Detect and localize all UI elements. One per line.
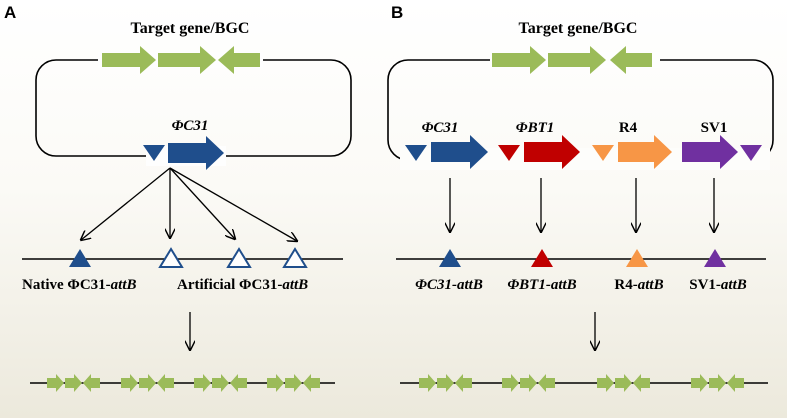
gene-arrow-a1-3	[157, 374, 174, 392]
panel-a-gene-arrow-3	[218, 46, 260, 74]
gene-arrow-a3-3	[303, 374, 320, 392]
panel-b-site-label-phibt1: ΦBT1-attB	[507, 277, 576, 293]
gene-arrow-a1-2	[139, 374, 156, 392]
panel-a-target-label: Target gene/BGC	[131, 20, 250, 37]
panel-b: B Target gene/BGC ΦC31 ΦBT1 R4 SV1	[387, 3, 774, 392]
panel-b-target-label: Target gene/BGC	[519, 20, 638, 37]
panel-b-attb-phibt1	[531, 249, 553, 267]
panel-a-artificial-attb-2	[226, 247, 252, 268]
panel-b-gene-arrow-2	[548, 46, 606, 74]
gene-arrow-b3-3	[727, 374, 744, 392]
panel-b-letter: B	[391, 3, 403, 22]
panel-a-artificial-attb-1	[158, 247, 184, 268]
gene-arrow-b3-1	[691, 374, 708, 392]
panel-a-native-label: Native ΦC31-attB	[22, 277, 137, 293]
gene-arrow-b1-1	[502, 374, 519, 392]
panel-b-attp-r4	[592, 145, 614, 161]
gene-arrow-a3-1	[267, 374, 284, 392]
panel-b-phage-label-phibt1: ΦBT1	[516, 120, 555, 136]
gene-arrow-a2-1	[194, 374, 211, 392]
panel-b-attp-sv1	[740, 145, 762, 161]
panel-a-artificial-label: Artificial ΦC31-attB	[177, 277, 308, 293]
panel-a-artificial-attb-3	[282, 247, 308, 268]
panel-a-letter: A	[4, 3, 16, 22]
panel-a-plasmid	[35, 59, 352, 157]
panel-b-integrase-phibt1	[524, 135, 580, 169]
gene-arrow-a2-3	[230, 374, 247, 392]
panel-b-attb-r4	[626, 249, 648, 267]
panel-b-site-label-sv1: SV1-attB	[689, 277, 747, 293]
gene-arrow-a1-1	[121, 374, 138, 392]
panel-b-integrase-r4	[618, 135, 672, 169]
panel-b-integrase-phic31	[431, 135, 488, 169]
panel-a-result-clusters	[47, 374, 320, 392]
gene-arrow-a0-2	[65, 374, 82, 392]
gene-arrow-b0-1	[419, 374, 436, 392]
panel-a-arrow-artificial-3	[169, 167, 297, 241]
panel-b-phage-label-r4: R4	[619, 120, 638, 136]
panel-b-integrase-sv1	[682, 135, 738, 169]
gene-arrow-a0-1	[47, 374, 64, 392]
panel-b-attp-phic31	[405, 145, 427, 161]
panel-a: A Target gene/BGC ΦC31 Native ΦC31-attB …	[4, 3, 352, 392]
gene-arrow-b2-1	[597, 374, 614, 392]
panel-b-attp-phibt1	[498, 145, 520, 161]
panel-a-phage-label: ΦC31	[172, 118, 209, 134]
panel-b-plasmid-gap-bottom	[400, 148, 770, 170]
gene-arrow-b1-3	[538, 374, 555, 392]
panel-b-attb-sv1	[704, 249, 726, 267]
panel-b-site-label-r4: R4-attB	[614, 277, 663, 293]
gene-arrow-b0-3	[455, 374, 472, 392]
panel-b-phage-label-sv1: SV1	[701, 120, 728, 136]
gene-arrow-b2-3	[633, 374, 650, 392]
panel-b-gene-arrow-3	[610, 46, 652, 74]
panel-a-arrow-artificial-2	[169, 167, 235, 239]
gene-arrow-b2-2	[615, 374, 632, 392]
panel-b-gene-arrow-1	[492, 46, 546, 74]
panel-a-native-attb	[69, 249, 91, 267]
gene-arrow-a3-2	[285, 374, 302, 392]
panel-a-attp-site	[143, 145, 165, 161]
panel-a-gene-arrow-1	[102, 46, 156, 74]
panel-a-arrow-native	[81, 167, 171, 240]
gene-arrow-b3-2	[709, 374, 726, 392]
gene-arrow-b0-2	[437, 374, 454, 392]
gene-arrow-b1-2	[520, 374, 537, 392]
panel-b-result-clusters	[419, 374, 744, 392]
panel-a-integrase-arrow	[168, 136, 224, 170]
gene-arrow-a2-2	[212, 374, 229, 392]
gene-arrow-a0-3	[83, 374, 100, 392]
panel-a-gene-arrow-2	[158, 46, 216, 74]
panel-b-site-label-phic31: ΦC31-attB	[415, 277, 483, 293]
panel-b-attb-phic31	[439, 249, 461, 267]
panel-b-phage-label-phic31: ΦC31	[422, 120, 459, 136]
